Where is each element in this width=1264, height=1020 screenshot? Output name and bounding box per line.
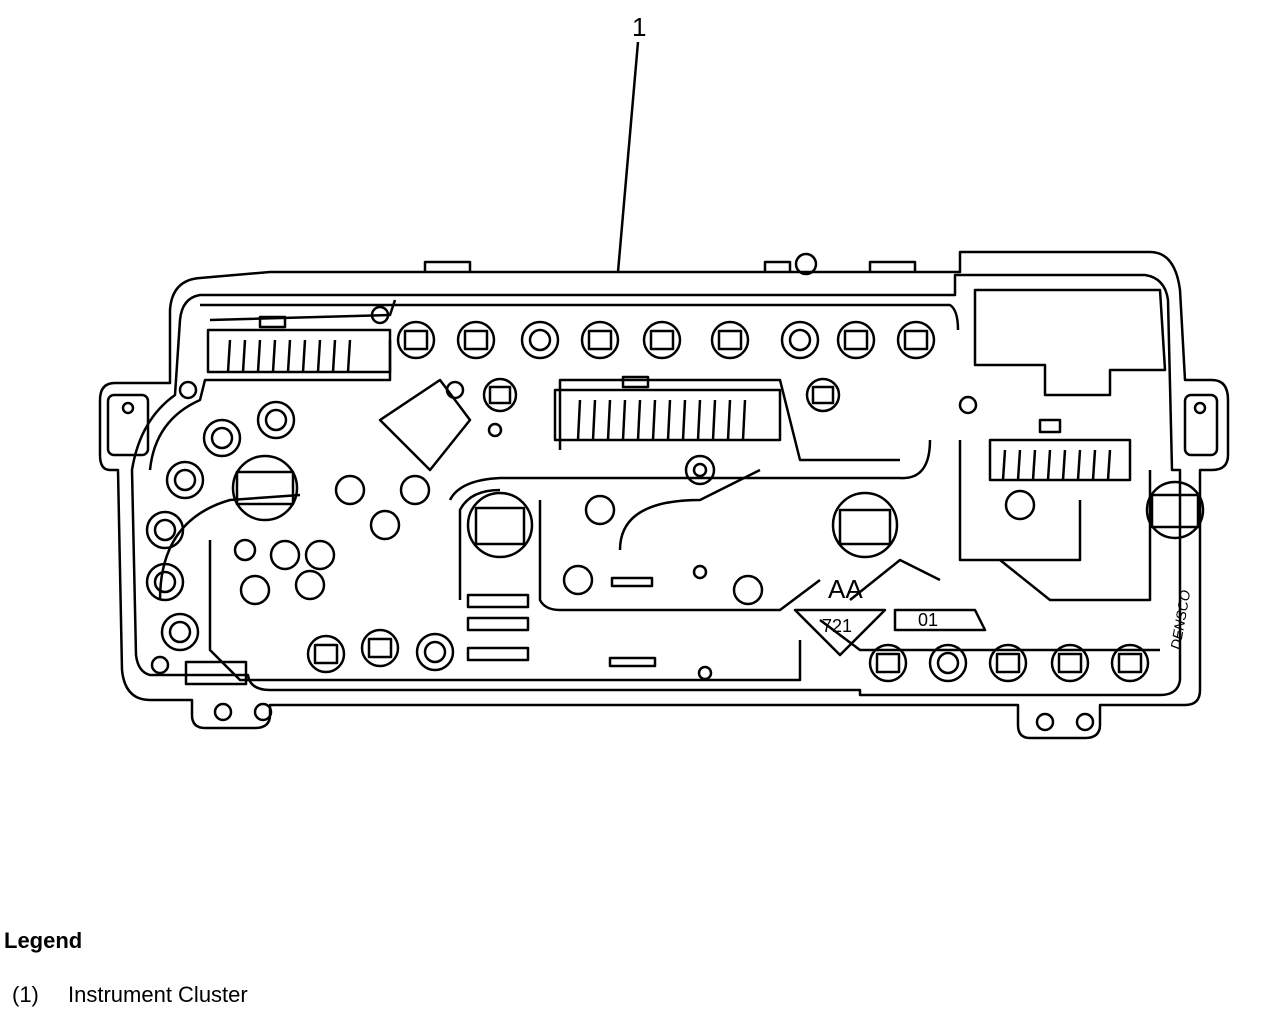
circuit-board-drawing: AA 721 01 DENSCO (98, 41, 1230, 740)
bulb-socket-row-top (396, 320, 936, 413)
marking-code: 721 (822, 616, 852, 636)
cluster-housing (98, 250, 1230, 740)
legend-item-number: (1) (12, 982, 39, 1007)
leader-line (616, 41, 640, 273)
marking-aa: AA (828, 574, 863, 604)
bulb-socket-row-bottom (868, 643, 1150, 683)
instrument-cluster-diagram: AA 721 01 DENSCO 1 (98, 12, 1230, 740)
marking-rev: 01 (918, 610, 938, 630)
legend-item-label: Instrument Cluster (68, 982, 248, 1007)
bulb-socket-column-left (145, 400, 296, 652)
marking-maker: DENSCO (1167, 589, 1193, 651)
legend-item: (1) Instrument Cluster (12, 982, 248, 1008)
legend-title: Legend (4, 928, 83, 953)
callout-number: 1 (632, 12, 647, 42)
board-outline (130, 273, 1182, 697)
